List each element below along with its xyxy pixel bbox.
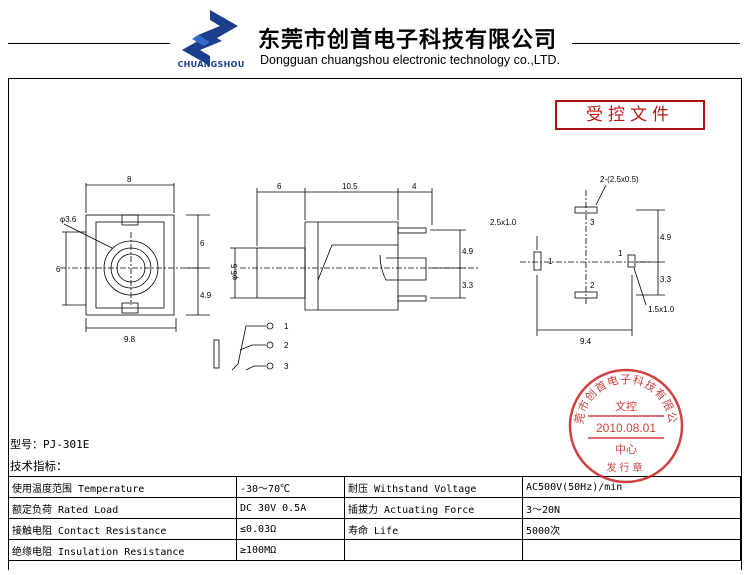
table-row: 接触电阻 Contact Resistance ≤0.03Ω 寿命 Life 5… [8, 518, 741, 540]
spec-label: 耐压 Withstand Voltage [344, 476, 523, 498]
dim-side-3-3: 3.3 [462, 281, 474, 290]
pcb-pin-label: 3 [590, 218, 595, 227]
dim-front-height-bottom: 4.9 [200, 291, 212, 300]
dim-front-width: 8 [127, 175, 132, 184]
company-name-cn: 东莞市创首电子科技有限公司 [258, 27, 558, 53]
dim-pcb-4-9: 4.9 [660, 233, 672, 242]
dim-side-4: 4 [412, 182, 417, 191]
dim-pcb-top: 2-(2.5x0.5) [600, 175, 639, 184]
dim-hole-diameter: φ3.6 [60, 215, 77, 224]
spec-table: 使用温度范围 Temperature -30～70℃ 耐压 Withstand … [8, 476, 741, 561]
brand-name: CHUANGSHOU [177, 60, 245, 69]
spec-value: ≥100MΩ [236, 539, 345, 561]
table-row: 绝缘电阻 Insulation Resistance ≥100MΩ [8, 539, 741, 561]
schematic-pin-label: 3 [284, 362, 289, 371]
stamp-date: 2010.08.01 [596, 421, 656, 435]
stamp-line1: 文控 [615, 399, 637, 413]
company-seal-stamp: 东莞市创首电子科技有限公司 文控 2010.08.01 中心 发行章 [566, 366, 684, 484]
spec-value [522, 539, 741, 561]
dim-pcb-9-4: 9.4 [580, 337, 592, 346]
company-name-en: Dongguan chuangshou electronic technolog… [260, 53, 560, 67]
model-number: 型号：PJ-301E [10, 438, 90, 451]
header-divider [572, 43, 740, 44]
schematic-pin-label: 1 [284, 322, 289, 331]
dim-front-height-top: 6 [200, 239, 205, 248]
dim-front-bottom: 9.8 [124, 335, 136, 344]
spec-value: 5000次 [522, 518, 741, 540]
spec-label: 接触电阻 Contact Resistance [8, 518, 237, 540]
spec-label: 额定负荷 Rated Load [8, 497, 237, 519]
spec-value: ≤0.03Ω [236, 518, 345, 540]
spec-value: DC 30V 0.5A [236, 497, 345, 519]
pcb-pin-label: 1 [548, 257, 553, 266]
stamp-line2: 中心 [615, 443, 637, 456]
table-row: 额定负荷 Rated Load DC 30V 0.5A 插拔力 Actuatin… [8, 497, 741, 519]
table-row: 使用温度范围 Temperature -30～70℃ 耐压 Withstand … [8, 476, 741, 498]
frame-top-line [8, 78, 741, 79]
spec-label [344, 539, 523, 561]
dim-side-6: 6 [277, 182, 282, 191]
drawing-frame [8, 78, 742, 570]
stamp-bottom-text: 发行章 [607, 461, 646, 474]
spec-label: 使用温度范围 Temperature [8, 476, 237, 498]
dim-side-diameter: φ5.5 [230, 263, 239, 280]
company-logo-icon [182, 10, 238, 66]
dim-front-side: 6 [56, 265, 61, 274]
header-divider [8, 43, 170, 44]
pcb-pin-label: 2 [590, 281, 595, 290]
controlled-document-badge: 受控文件 [555, 100, 705, 130]
dim-side-4-9: 4.9 [462, 247, 474, 256]
dim-side-10-5: 10.5 [342, 182, 358, 191]
schematic-pin-label: 2 [284, 341, 289, 350]
pcb-pin-label: 1 [618, 249, 623, 258]
dim-pcb-left: 2.5x1.0 [490, 218, 517, 227]
spec-label: 插拔力 Actuating Force [344, 497, 523, 519]
spec-value: -30～70℃ [236, 476, 345, 498]
spec-label: 寿命 Life [344, 518, 523, 540]
spec-value: 3～20N [522, 497, 741, 519]
spec-label: 绝缘电阻 Insulation Resistance [8, 539, 237, 561]
dim-pcb-3-3: 3.3 [660, 275, 672, 284]
spec-section-title: 技术指标： [10, 459, 68, 473]
dim-pcb-right: 1.5x1.0 [648, 305, 675, 314]
